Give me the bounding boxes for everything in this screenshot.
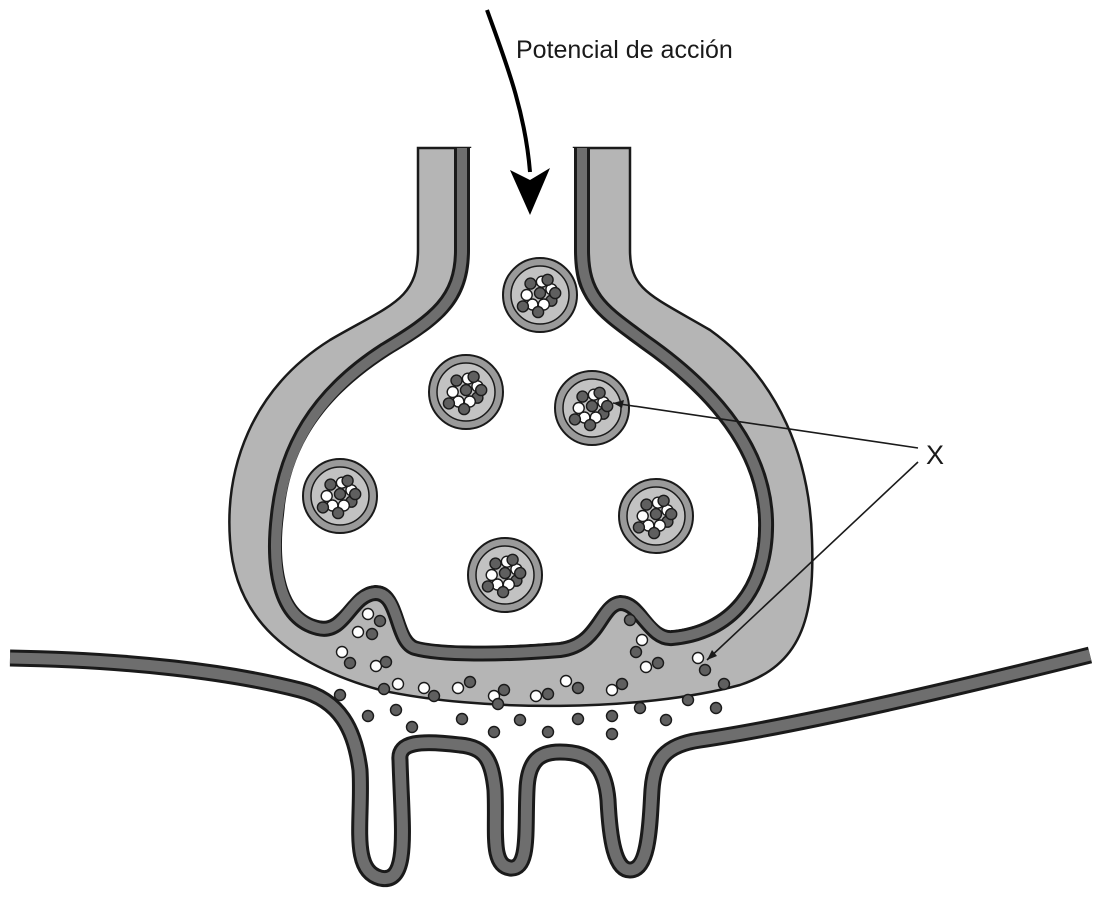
dark-molecule xyxy=(461,385,472,396)
light-molecule xyxy=(453,683,464,694)
synaptic-vesicle xyxy=(619,479,693,553)
dark-molecule xyxy=(666,509,677,520)
dark-molecule xyxy=(507,554,518,565)
light-molecule xyxy=(531,691,542,702)
dark-molecule xyxy=(607,711,618,722)
dark-molecule xyxy=(476,385,487,396)
dark-molecule xyxy=(569,414,580,425)
dark-molecule xyxy=(543,689,554,700)
dark-molecule xyxy=(457,714,468,725)
dark-molecule xyxy=(363,711,374,722)
dark-molecule xyxy=(345,658,356,669)
dark-molecule xyxy=(333,508,344,519)
light-molecule xyxy=(393,679,404,690)
light-molecule xyxy=(419,683,430,694)
presynaptic-terminal xyxy=(229,148,812,706)
dark-molecule xyxy=(635,703,646,714)
dark-molecule xyxy=(381,657,392,668)
dark-molecule xyxy=(602,401,613,412)
dark-molecule xyxy=(451,375,462,386)
dark-molecule xyxy=(375,616,386,627)
dark-molecule xyxy=(535,288,546,299)
synaptic-vesicle xyxy=(503,258,577,332)
dark-molecule xyxy=(459,404,470,415)
dark-molecule xyxy=(651,509,662,520)
dark-molecule xyxy=(585,420,596,431)
dark-molecule xyxy=(515,715,526,726)
dark-molecule xyxy=(625,615,636,626)
x-label: X xyxy=(926,440,944,470)
synaptic-vesicle xyxy=(468,538,542,612)
dark-molecule xyxy=(683,695,694,706)
dark-molecule xyxy=(500,568,511,579)
dark-molecule xyxy=(661,715,672,726)
dark-molecule xyxy=(515,568,526,579)
dark-molecule xyxy=(499,685,510,696)
dark-molecule xyxy=(350,489,361,500)
dark-molecule xyxy=(517,301,528,312)
dark-molecule xyxy=(465,677,476,688)
dark-molecule xyxy=(379,684,390,695)
dark-molecule xyxy=(391,705,402,716)
dark-molecule xyxy=(711,703,722,714)
light-molecule xyxy=(561,676,572,687)
dark-molecule xyxy=(317,502,328,513)
light-molecule xyxy=(607,685,618,696)
dark-molecule xyxy=(443,398,454,409)
dark-molecule xyxy=(631,647,642,658)
dark-molecule xyxy=(719,679,730,690)
light-molecule xyxy=(353,627,364,638)
dark-molecule xyxy=(607,729,618,740)
dark-molecule xyxy=(335,489,346,500)
light-molecule xyxy=(363,609,374,620)
dark-molecule xyxy=(489,727,500,738)
dark-molecule xyxy=(429,691,440,702)
dark-molecule xyxy=(550,288,561,299)
synaptic-vesicle xyxy=(303,459,377,533)
dark-molecule xyxy=(335,690,346,701)
dark-molecule xyxy=(498,587,509,598)
dark-molecule xyxy=(543,727,554,738)
dark-molecule xyxy=(633,522,644,533)
action-potential-label: Potencial de acción xyxy=(516,36,733,64)
dark-molecule xyxy=(482,581,493,592)
light-molecule xyxy=(637,635,648,646)
light-molecule xyxy=(641,662,652,673)
dark-molecule xyxy=(533,307,544,318)
synaptic-vesicle xyxy=(429,355,503,429)
dark-molecule xyxy=(342,475,353,486)
dark-molecule xyxy=(573,714,584,725)
dark-molecule xyxy=(653,658,664,669)
dark-molecule xyxy=(367,629,378,640)
synaptic-vesicle xyxy=(555,371,629,445)
dark-molecule xyxy=(587,401,598,412)
dark-molecule xyxy=(617,679,628,690)
dark-molecule xyxy=(573,683,584,694)
dark-molecule xyxy=(658,495,669,506)
dark-molecule xyxy=(577,391,588,402)
light-molecule xyxy=(337,647,348,658)
dark-molecule xyxy=(468,371,479,382)
light-molecule xyxy=(693,653,704,664)
dark-molecule xyxy=(594,387,605,398)
dark-molecule xyxy=(490,558,501,569)
dark-molecule xyxy=(641,499,652,510)
dark-molecule xyxy=(525,278,536,289)
dark-molecule xyxy=(542,274,553,285)
dark-molecule xyxy=(493,699,504,710)
dark-molecule xyxy=(325,479,336,490)
dark-molecule xyxy=(649,528,660,539)
dark-molecule xyxy=(407,722,418,733)
dark-molecule xyxy=(700,665,711,676)
